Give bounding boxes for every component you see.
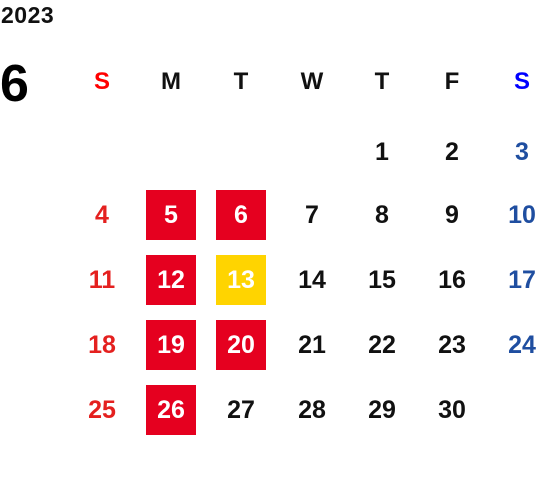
- day-cell[interactable]: 28: [298, 395, 326, 424]
- day-cell-highlighted[interactable]: 12: [146, 255, 196, 305]
- day-cell[interactable]: 14: [298, 265, 326, 294]
- day-cell[interactable]: 9: [445, 200, 459, 229]
- day-cell[interactable]: 25: [88, 395, 116, 424]
- day-cell[interactable]: 2: [445, 137, 459, 166]
- day-cell[interactable]: 8: [375, 200, 389, 229]
- day-cell[interactable]: 21: [298, 330, 326, 359]
- weekday-header-mon: M: [161, 68, 181, 95]
- day-cell[interactable]: 22: [368, 330, 396, 359]
- day-cell-highlighted[interactable]: 20: [216, 320, 266, 370]
- weekday-header-sat: S: [513, 68, 530, 95]
- day-cell[interactable]: 18: [88, 330, 116, 359]
- day-cell[interactable]: 7: [305, 200, 319, 229]
- weekday-header-fri: F: [444, 68, 460, 95]
- day-cell-highlighted[interactable]: 6: [216, 190, 266, 240]
- day-cell[interactable]: 17: [508, 265, 536, 294]
- weekday-header-wed: W: [300, 68, 324, 95]
- day-cell[interactable]: 30: [438, 395, 466, 424]
- calendar-year: 2023: [1, 2, 55, 28]
- day-cell[interactable]: 11: [88, 265, 116, 294]
- day-cell[interactable]: 3: [515, 137, 529, 166]
- day-cell[interactable]: 1: [375, 137, 389, 166]
- day-cell[interactable]: 24: [508, 330, 536, 359]
- weekday-header-thu: T: [374, 68, 390, 95]
- day-cell[interactable]: 4: [95, 200, 109, 229]
- day-cell-today[interactable]: 13: [216, 255, 266, 305]
- day-cell[interactable]: 15: [368, 265, 396, 294]
- day-cell[interactable]: 10: [508, 200, 536, 229]
- day-cell[interactable]: 23: [438, 330, 466, 359]
- weekday-header-sun: S: [93, 68, 110, 95]
- day-cell-highlighted[interactable]: 19: [146, 320, 196, 370]
- weekday-header-tue: T: [233, 68, 249, 95]
- day-cell[interactable]: 16: [438, 265, 466, 294]
- day-cell[interactable]: 27: [227, 395, 255, 424]
- day-cell[interactable]: 29: [368, 395, 396, 424]
- day-cell-highlighted[interactable]: 5: [146, 190, 196, 240]
- day-cell-highlighted[interactable]: 26: [146, 385, 196, 435]
- calendar-month: 6: [0, 55, 29, 113]
